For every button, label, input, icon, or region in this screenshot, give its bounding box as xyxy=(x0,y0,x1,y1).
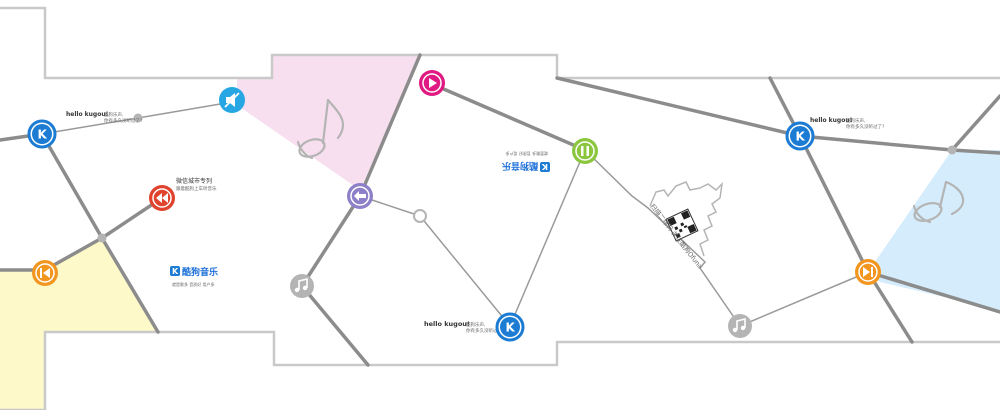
kugou-k-icon: K xyxy=(785,121,815,151)
kugou-brand-logo: K 酷狗音乐 就是歌多 音质好 用户多 xyxy=(170,266,218,287)
pause-icon xyxy=(572,138,598,164)
music-note-icon xyxy=(296,98,345,160)
qr-code xyxy=(665,208,699,242)
rewind-icon xyxy=(149,185,175,211)
thin-lines xyxy=(41,101,869,327)
hello-kugou-label-2: hello kugou! 酷狗乐声, 你有多久没听过了? xyxy=(810,117,885,130)
junction-dot xyxy=(133,113,143,123)
skip-previous-icon xyxy=(32,260,58,286)
wechat-sub: 跟着酷狗上车听音乐 xyxy=(176,185,217,192)
wechat-title: 微信城市专列 xyxy=(176,177,212,185)
hello-kugou-label-1: hello kugou! 酷狗乐声, 你有多久没听过了? xyxy=(66,111,143,124)
hello-sub: 你有多久没听过了? xyxy=(846,123,885,130)
svg-text:K: K xyxy=(506,321,516,335)
brand-slogan: 就是歌多 音质好 用户多 xyxy=(505,151,548,157)
room-outline-top xyxy=(0,6,1000,80)
junction-dot xyxy=(947,145,957,155)
junction-ring xyxy=(413,209,427,223)
junction-dot xyxy=(97,233,107,243)
kugou-k-icon: K xyxy=(27,119,57,149)
music-note-icon xyxy=(290,274,314,298)
yellow-zone xyxy=(0,238,158,410)
hello-sub: 你有多久没听过了? xyxy=(466,327,505,334)
hello-title: hello kugou! xyxy=(810,117,852,124)
svg-text:K: K xyxy=(172,267,179,276)
kugou-k-icon: K xyxy=(495,312,525,342)
svg-text:K: K xyxy=(541,162,548,171)
hello-kugou-label-3: hello kugou! 酷狗乐声, 你有多久没听过了? xyxy=(424,320,505,334)
kugou-brand-logo-mirrored: K 酷狗音乐 就是歌多 音质好 用户多 xyxy=(502,151,550,172)
svg-text:K: K xyxy=(38,128,48,142)
room-outline-bottom xyxy=(0,330,1000,410)
brand-slogan: 就是歌多 音质好 用户多 xyxy=(172,281,215,287)
hello-title: hello kugou! xyxy=(424,320,470,328)
music-note-icon xyxy=(728,314,752,338)
castle-outline-icon xyxy=(649,181,724,257)
music-note-icon xyxy=(912,180,965,224)
qr-caption: 扫描二维码 关注酷狗Ofuna xyxy=(648,202,704,271)
back-arrow-icon xyxy=(347,183,373,209)
hello-title: hello kugou! xyxy=(66,111,108,118)
svg-text:K: K xyxy=(796,130,806,144)
brand-name: 酷狗音乐 xyxy=(502,160,538,172)
hello-sub: 酷狗乐声, xyxy=(104,111,123,118)
play-icon xyxy=(419,70,445,96)
blue-zone xyxy=(868,150,1000,310)
hello-sub: 酷狗乐声, xyxy=(466,321,485,328)
skip-next-icon xyxy=(855,259,881,285)
mute-speaker-icon xyxy=(219,87,245,113)
pink-zone xyxy=(237,55,420,190)
hello-sub: 酷狗乐声, xyxy=(846,117,865,124)
brand-name: 酷狗音乐 xyxy=(182,266,218,278)
wechat-label: 微信城市专列 跟着酷狗上车听音乐 xyxy=(176,177,217,192)
hello-sub: 你有多久没听过了? xyxy=(104,117,143,124)
